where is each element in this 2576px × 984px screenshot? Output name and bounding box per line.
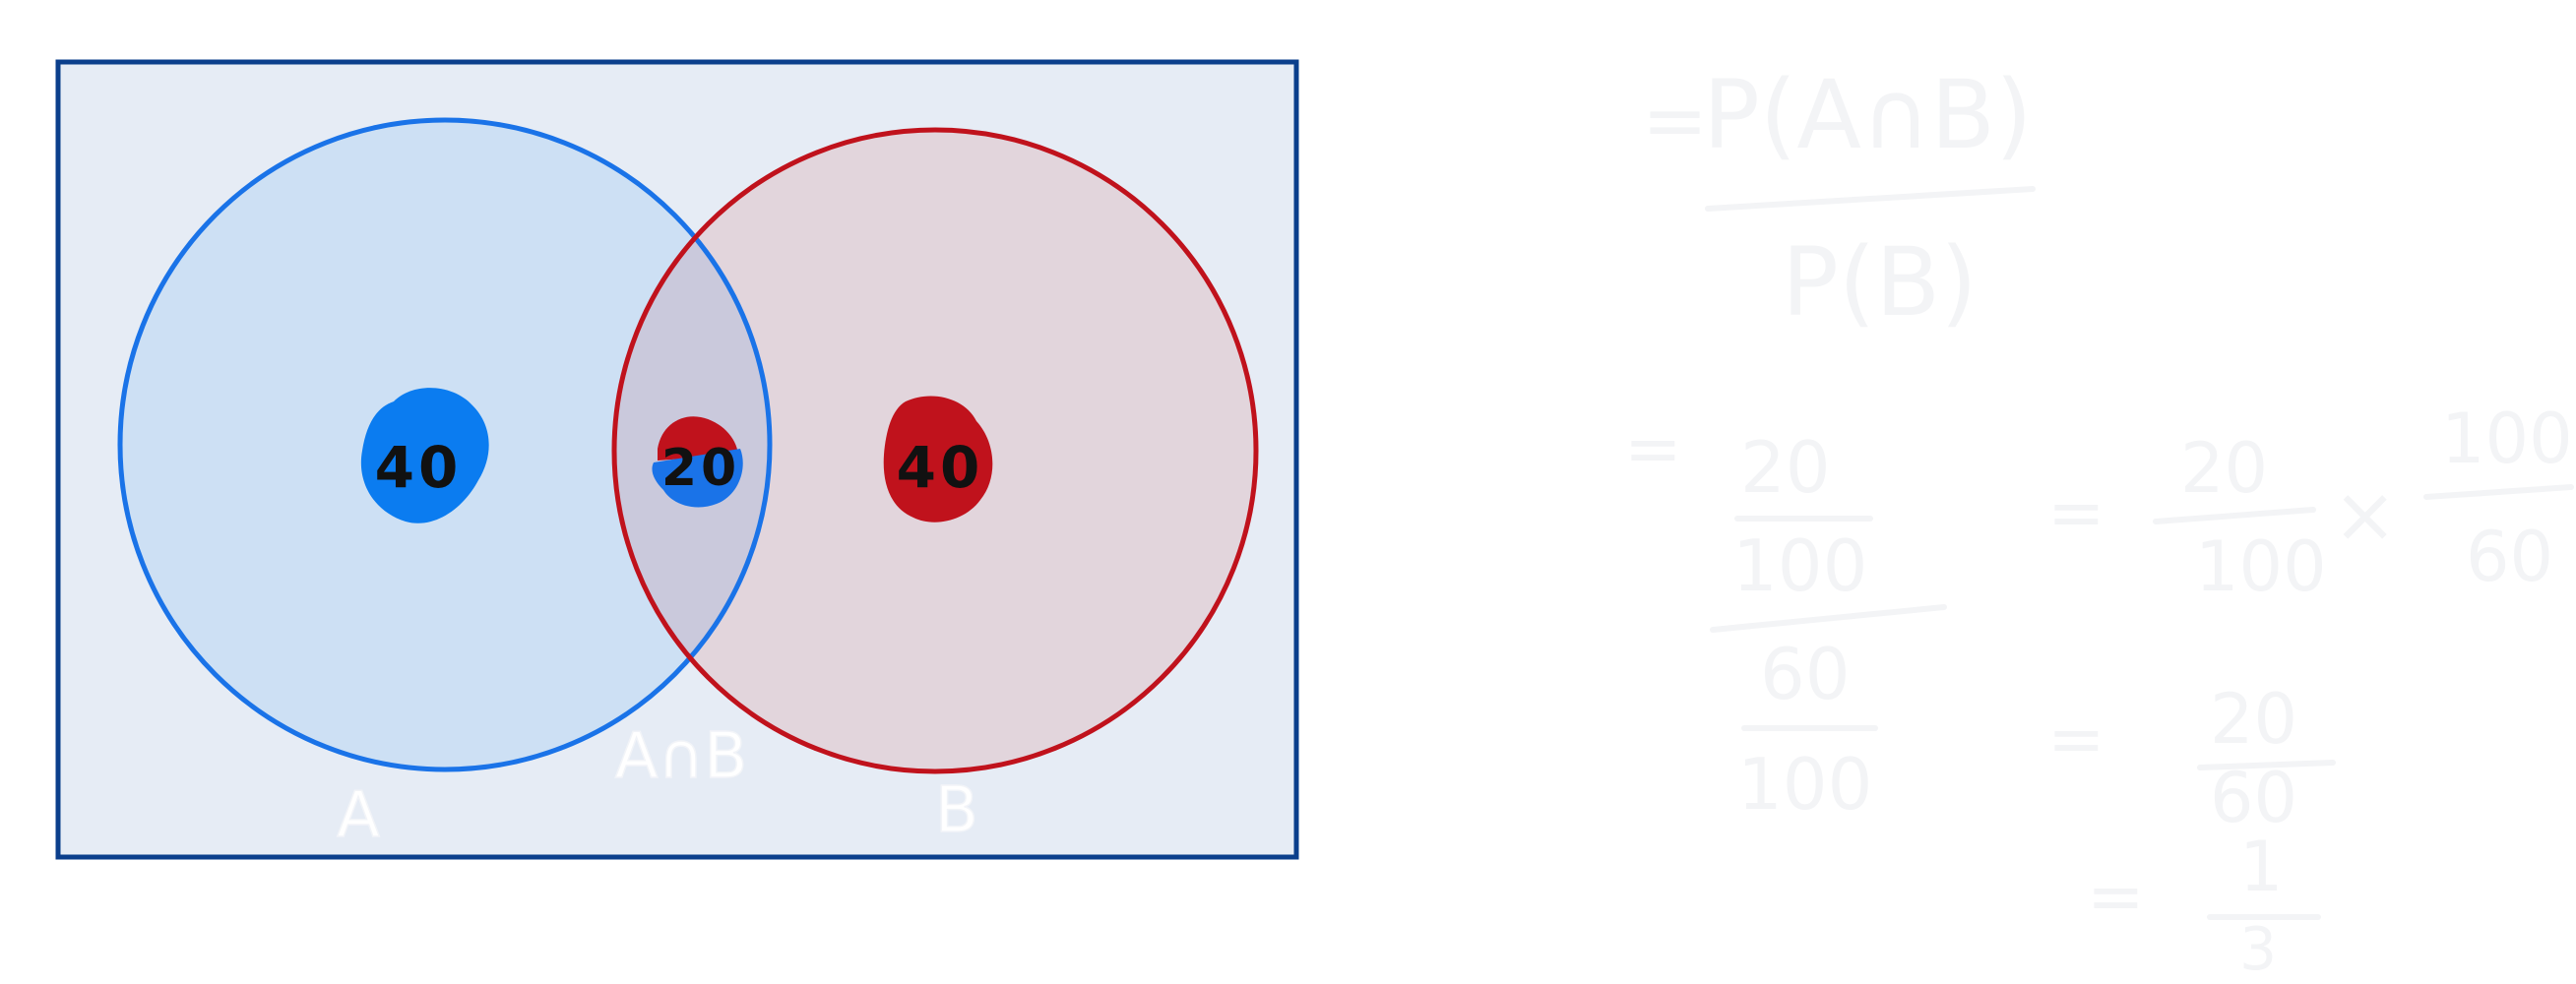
set-b-label: B <box>935 774 978 847</box>
step3-bar <box>2197 760 2336 770</box>
step2-left-bar <box>2153 507 2316 524</box>
formula-numerator: P(A∩B) <box>1703 60 2033 170</box>
step2-right-denominator: 60 <box>2466 517 2553 597</box>
step4-numerator: 1 <box>2239 827 2284 907</box>
step2-right-numerator: 100 <box>2441 399 2573 479</box>
step1-main-bar <box>1710 604 1947 633</box>
step2-equals: = <box>2047 472 2105 553</box>
step1-bottom-numerator: 60 <box>1760 633 1851 715</box>
intersection-blob-top <box>658 416 738 461</box>
step3-denominator: 60 <box>2210 758 2297 838</box>
set-b-circle <box>611 127 1259 774</box>
step2-left-numerator: 20 <box>2180 428 2268 509</box>
set-a-label: A <box>337 779 380 852</box>
step1-equals: = <box>1624 408 1682 489</box>
intersection-label: A∩B <box>615 720 748 793</box>
set-a-circle <box>117 117 773 772</box>
step2-times: × <box>2333 471 2397 560</box>
intersection-count: 20 <box>661 439 740 498</box>
intersection-blob-bottom <box>652 449 743 508</box>
formula-fraction-bar <box>1705 186 2036 212</box>
only-b-blob <box>883 396 993 523</box>
step4-equals: = <box>2087 856 2145 937</box>
formula-denominator: P(B) <box>1782 227 1978 338</box>
step2-left-denominator: 100 <box>2195 526 2327 607</box>
only-a-blob <box>360 388 489 523</box>
step3-numerator: 20 <box>2210 679 2297 760</box>
only-a-count: 40 <box>375 434 463 501</box>
step1-top-denominator: 100 <box>1732 524 1867 607</box>
step1-top-numerator: 20 <box>1740 426 1831 509</box>
formula-equals: = <box>1642 75 1708 166</box>
step3-equals: = <box>2047 699 2105 779</box>
step4-denominator: 3 <box>2239 915 2277 984</box>
step1-bottom-denominator: 100 <box>1737 743 1872 826</box>
only-b-count: 40 <box>897 434 984 501</box>
step2-right-bar <box>2423 484 2574 500</box>
working-area: = P(A∩B) P(B) = 20 100 60 100 = 20 100 ×… <box>1624 60 2574 984</box>
